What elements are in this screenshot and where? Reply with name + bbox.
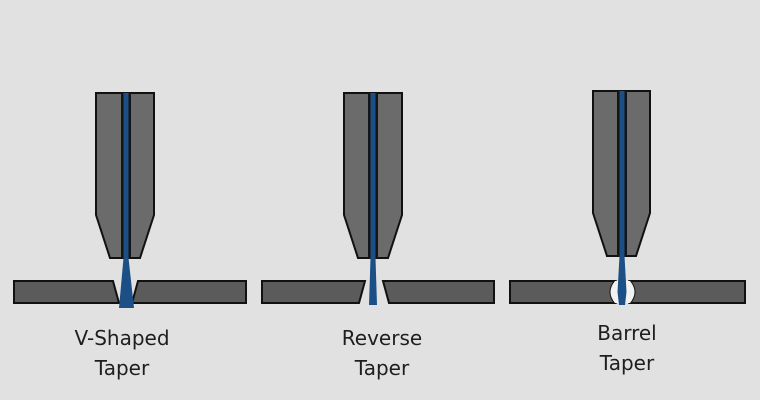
barrel-taper-figure <box>509 90 746 305</box>
barrel-kerf-jet <box>617 256 627 305</box>
v-shaped-taper-label: V-Shaped Taper <box>22 323 222 383</box>
v-shaped-taper-figure <box>13 92 247 308</box>
barrel-plate-left <box>509 280 618 304</box>
reverse-taper-figure <box>261 92 495 305</box>
v-shaped-kerf-jet <box>119 258 134 308</box>
v-shaped-jet-stream <box>123 93 129 258</box>
reverse-kerf-jet <box>369 258 377 305</box>
barrel-taper-label: Barrel Taper <box>527 318 727 378</box>
v-shaped-plate-left <box>13 280 121 304</box>
reverse-label-line-1: Reverse <box>341 326 423 350</box>
barrel-plate-right <box>627 280 746 304</box>
reverse-plate-left <box>261 280 367 304</box>
v-shaped-plate-right <box>130 280 247 304</box>
v-shaped-label-line-1: V-Shaped <box>74 326 170 350</box>
barrel-jet-stream <box>619 91 625 256</box>
v-shaped-label-line-2: Taper <box>94 356 150 380</box>
reverse-jet-stream <box>370 93 376 258</box>
barrel-label-line-2: Taper <box>599 351 655 375</box>
reverse-label-line-2: Taper <box>354 356 410 380</box>
reverse-taper-label: Reverse Taper <box>282 323 482 383</box>
reverse-plate-right <box>381 280 495 304</box>
barrel-label-line-1: Barrel <box>597 321 657 345</box>
